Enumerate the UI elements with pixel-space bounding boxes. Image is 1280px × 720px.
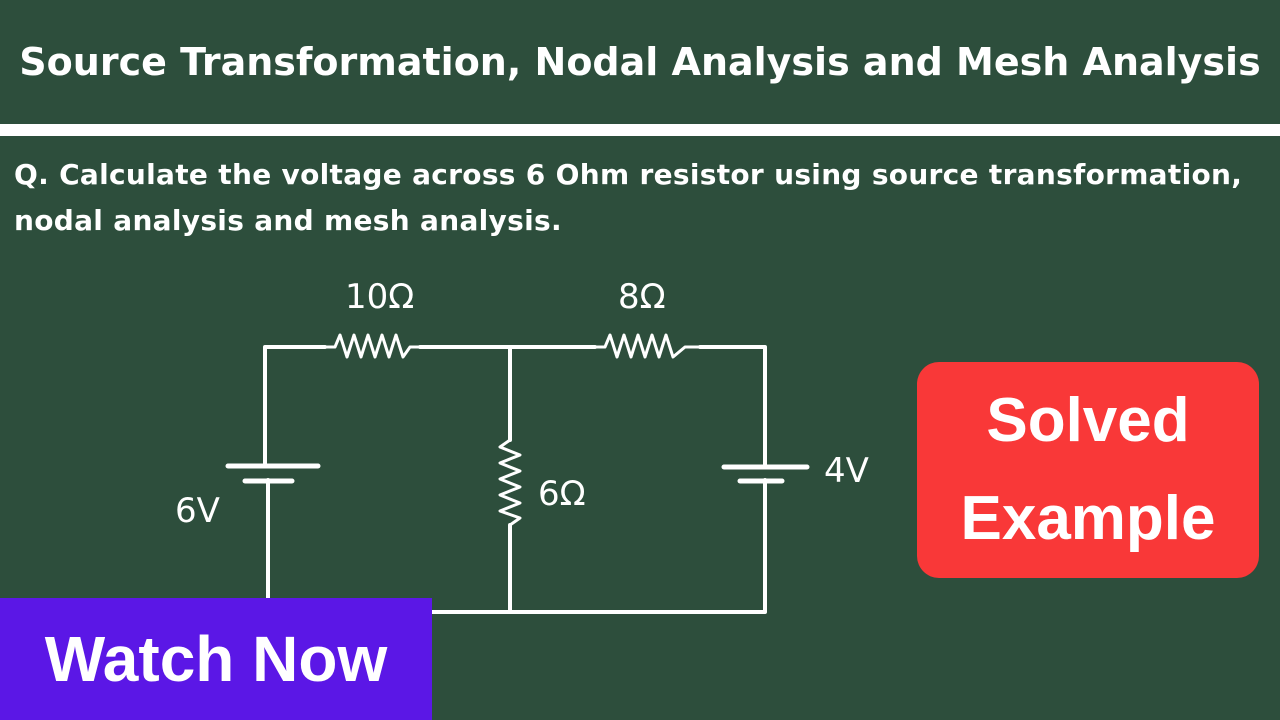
solved-example-badge: Solved Example <box>917 362 1259 578</box>
battery-6v <box>225 463 321 484</box>
battery-4v <box>721 464 810 484</box>
divider <box>0 124 1280 136</box>
question-text: Q. Calculate the voltage across 6 Ohm re… <box>14 158 1243 237</box>
badge-line1: Solved <box>986 386 1190 455</box>
watch-now-button[interactable]: Watch Now <box>0 598 432 720</box>
badge-line2: Example <box>960 484 1216 553</box>
video-title: Source Transformation, Nodal Analysis an… <box>19 40 1261 84</box>
label-r3: 6Ω <box>538 474 586 514</box>
resistor-10-ohm <box>323 333 422 359</box>
label-r2: 8Ω <box>618 277 666 317</box>
resistor-8-ohm <box>593 333 702 359</box>
wires <box>263 345 767 614</box>
label-r1: 10Ω <box>345 277 414 317</box>
resistor-6-ohm <box>498 438 522 527</box>
label-v1: 6V <box>175 491 220 531</box>
label-v2: 4V <box>824 451 869 491</box>
